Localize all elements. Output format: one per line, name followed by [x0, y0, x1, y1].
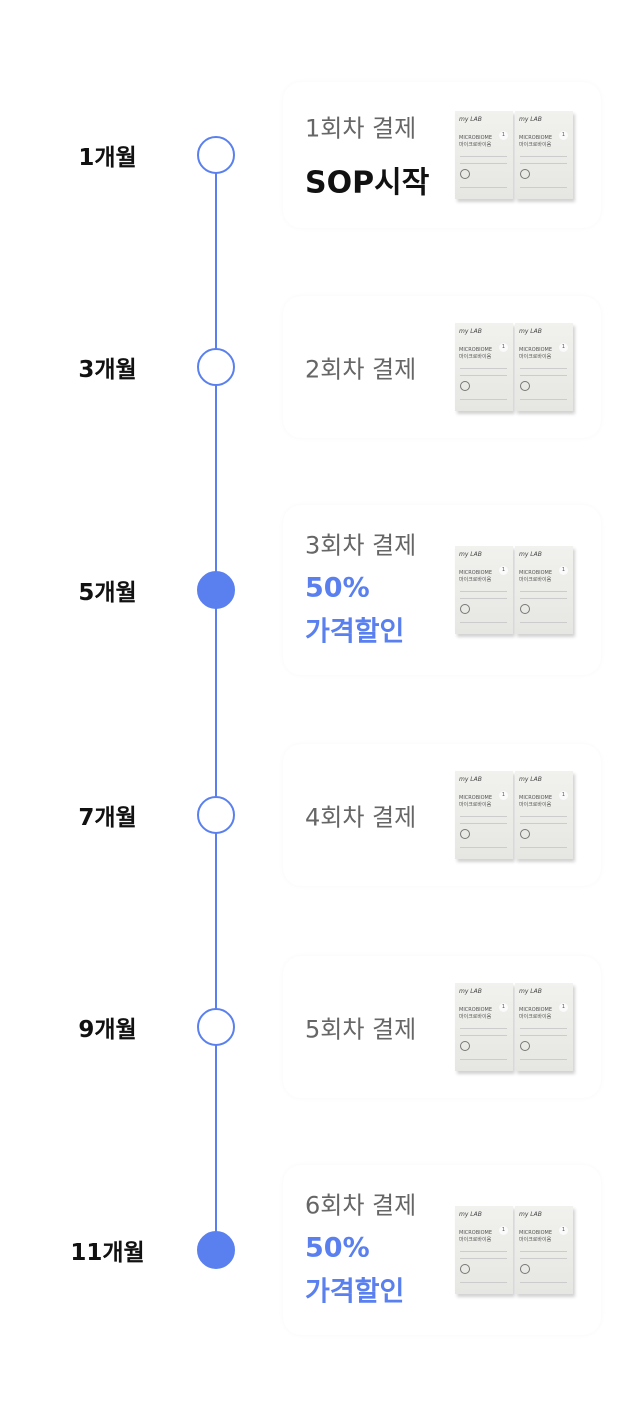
discount-label: 50%가격할인 [305, 572, 405, 648]
timeline-node [197, 796, 235, 834]
timeline-node [197, 1231, 235, 1269]
start-label: SOP시작 [305, 165, 430, 201]
month-label: 1개월 [78, 145, 137, 171]
month-label: 3개월 [78, 357, 137, 383]
payment-round: 3회차 결제 [305, 531, 417, 560]
month-label: 11개월 [70, 1240, 145, 1266]
payment-round: 2회차 결제 [305, 355, 417, 384]
month-label: 5개월 [78, 580, 137, 606]
payment-round: 1회차 결제 [305, 114, 417, 143]
timeline-line [215, 155, 217, 1250]
month-label: 9개월 [78, 1017, 137, 1043]
timeline-node [197, 348, 235, 386]
payment-round: 5회차 결제 [305, 1015, 417, 1044]
timeline-node [197, 571, 235, 609]
timeline-node [197, 1008, 235, 1046]
discount-label: 50%가격할인 [305, 1232, 405, 1308]
timeline-node [197, 136, 235, 174]
payment-round: 6회차 결제 [305, 1191, 417, 1220]
month-label: 7개월 [78, 805, 137, 831]
payment-round: 4회차 결제 [305, 803, 417, 832]
